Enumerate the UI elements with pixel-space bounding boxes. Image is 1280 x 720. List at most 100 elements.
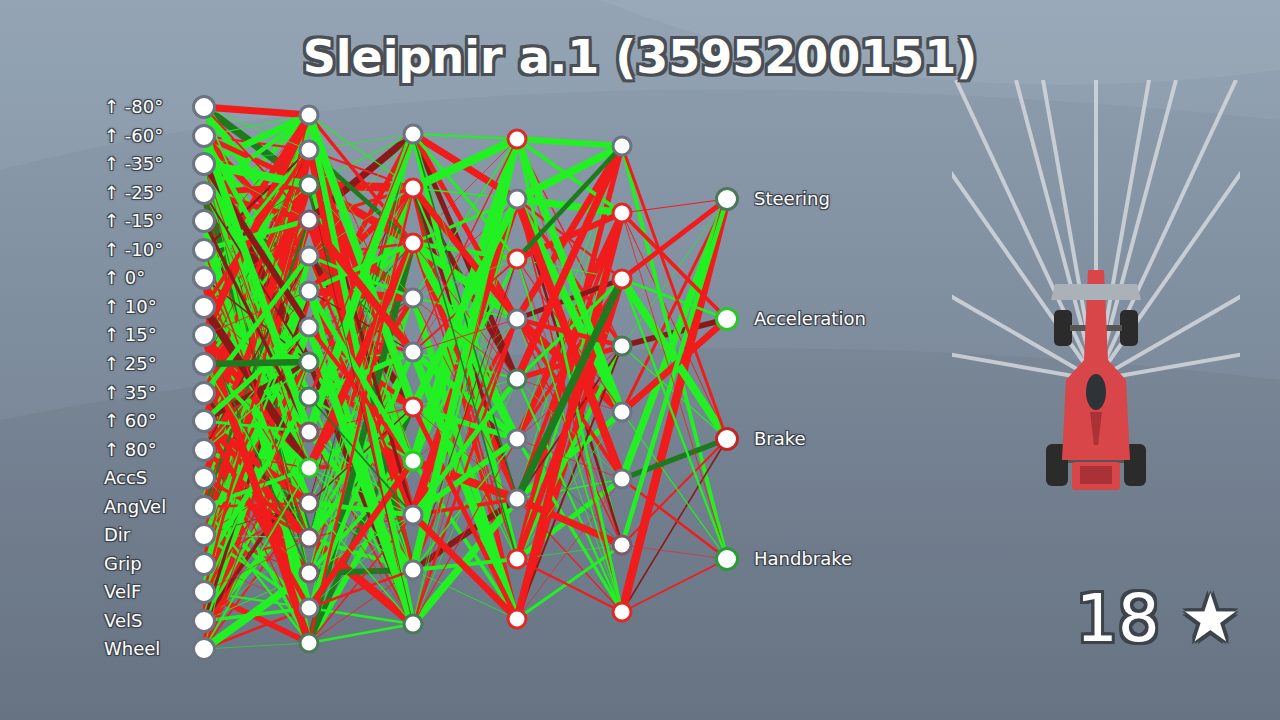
neuron-circle	[192, 381, 216, 405]
input-neuron: ↑ 80°	[104, 437, 216, 463]
hidden-neuron	[300, 106, 318, 124]
hidden-neuron	[613, 270, 631, 288]
hidden-neuron	[613, 603, 631, 621]
weight-line	[204, 421, 309, 608]
input-neuron: ↑ -60°	[104, 123, 216, 149]
weight-line	[413, 407, 517, 499]
weight-line	[309, 570, 413, 608]
weight-line	[204, 468, 309, 649]
neuron-circle	[715, 427, 739, 451]
weight-line	[204, 221, 309, 432]
weight-line	[309, 503, 413, 624]
input-neuron: ↑ 15°	[104, 322, 216, 348]
neuron-circle	[715, 307, 739, 331]
weight-line	[413, 352, 517, 619]
neuron-label: Dir	[104, 522, 130, 548]
hidden-neuron	[508, 190, 526, 208]
weight-line	[204, 136, 309, 643]
title: Sleipnir a.1 (3595200151)	[0, 30, 1280, 84]
neuron-label: ↑ 60°	[104, 408, 157, 434]
output-neuron: Acceleration	[715, 306, 870, 332]
weight-line	[413, 259, 517, 298]
hidden-neuron	[404, 343, 422, 361]
hidden-neuron	[404, 179, 422, 197]
neuron-label: ↑ 10°	[104, 294, 157, 320]
weight-line	[204, 362, 309, 364]
neuron-label: VelF	[104, 579, 141, 605]
hidden-neuron	[404, 125, 422, 143]
hidden-neuron	[508, 610, 526, 628]
weight-line	[622, 439, 727, 479]
hidden-neuron	[404, 452, 422, 470]
weight-line	[309, 291, 413, 461]
weight-line	[309, 327, 413, 461]
weight-line	[517, 146, 622, 379]
weight-line	[413, 319, 517, 352]
neuron-circle	[192, 580, 216, 604]
hidden-neuron	[404, 561, 422, 579]
weight-line	[622, 199, 727, 479]
weight-line	[622, 559, 727, 612]
input-neuron: ↑ 35°	[104, 380, 216, 406]
weight-line	[622, 146, 727, 439]
weight-line	[204, 136, 309, 432]
hidden-neuron	[508, 490, 526, 508]
weight-lines	[204, 107, 727, 649]
weight-line	[309, 256, 413, 515]
weight-line	[204, 115, 309, 592]
neuron-label: ↑ 15°	[104, 322, 157, 348]
hidden-neuron	[508, 250, 526, 268]
neuron-label: AngVel	[104, 494, 166, 520]
output-neuron: Brake	[715, 426, 810, 452]
neuron-label: VelS	[104, 608, 142, 634]
hidden-neuron	[508, 430, 526, 448]
input-neuron: ↑ -25°	[104, 180, 216, 206]
weight-line	[413, 439, 517, 624]
hidden-neuron	[300, 634, 318, 652]
hidden-neuron	[300, 353, 318, 371]
neuron-label: ↑ 25°	[104, 351, 157, 377]
hidden-neuron	[300, 388, 318, 406]
output-neuron: Handbrake	[715, 546, 856, 572]
weight-line	[413, 379, 517, 515]
weight-line	[413, 139, 517, 570]
hidden-neuron	[300, 247, 318, 265]
neuron-circle	[192, 323, 216, 347]
input-neuron: VelF	[104, 579, 216, 605]
hidden-neuron	[300, 211, 318, 229]
neuron-circle	[192, 209, 216, 233]
hidden-neuron	[508, 310, 526, 328]
weight-line	[413, 134, 517, 139]
input-neuron: Dir	[104, 522, 216, 548]
weight-line	[204, 327, 309, 421]
neuron-circle	[192, 409, 216, 433]
input-neuron: ↑ 25°	[104, 351, 216, 377]
weight-line	[309, 185, 413, 624]
input-neuron: ↑ -35°	[104, 151, 216, 177]
neuron-label: Handbrake	[754, 546, 852, 572]
neuron-label: Acceleration	[754, 306, 866, 332]
weight-line	[204, 364, 309, 538]
neuron-label: Wheel	[104, 636, 160, 662]
neuron-label: Steering	[754, 186, 830, 212]
weight-line	[204, 115, 309, 136]
weight-line	[204, 193, 309, 608]
weight-line	[204, 107, 309, 573]
input-neuron: AccS	[104, 465, 216, 491]
neuron-circle	[192, 295, 216, 319]
weight-line	[622, 199, 727, 612]
neuron-label: ↑ -10°	[104, 237, 163, 263]
weight-line	[204, 421, 309, 432]
neuron-circle	[192, 438, 216, 462]
hidden-neuron	[508, 370, 526, 388]
weight-line	[309, 243, 413, 643]
neuron-circle	[715, 547, 739, 571]
weight-line	[622, 213, 727, 559]
neuron-label: ↑ 35°	[104, 380, 157, 406]
weight-line	[309, 220, 413, 352]
input-neuron: ↑ -10°	[104, 237, 216, 263]
hidden-neuron	[404, 289, 422, 307]
weight-line	[622, 279, 727, 559]
neuron-circle	[192, 181, 216, 205]
input-neuron: VelS	[104, 608, 216, 634]
